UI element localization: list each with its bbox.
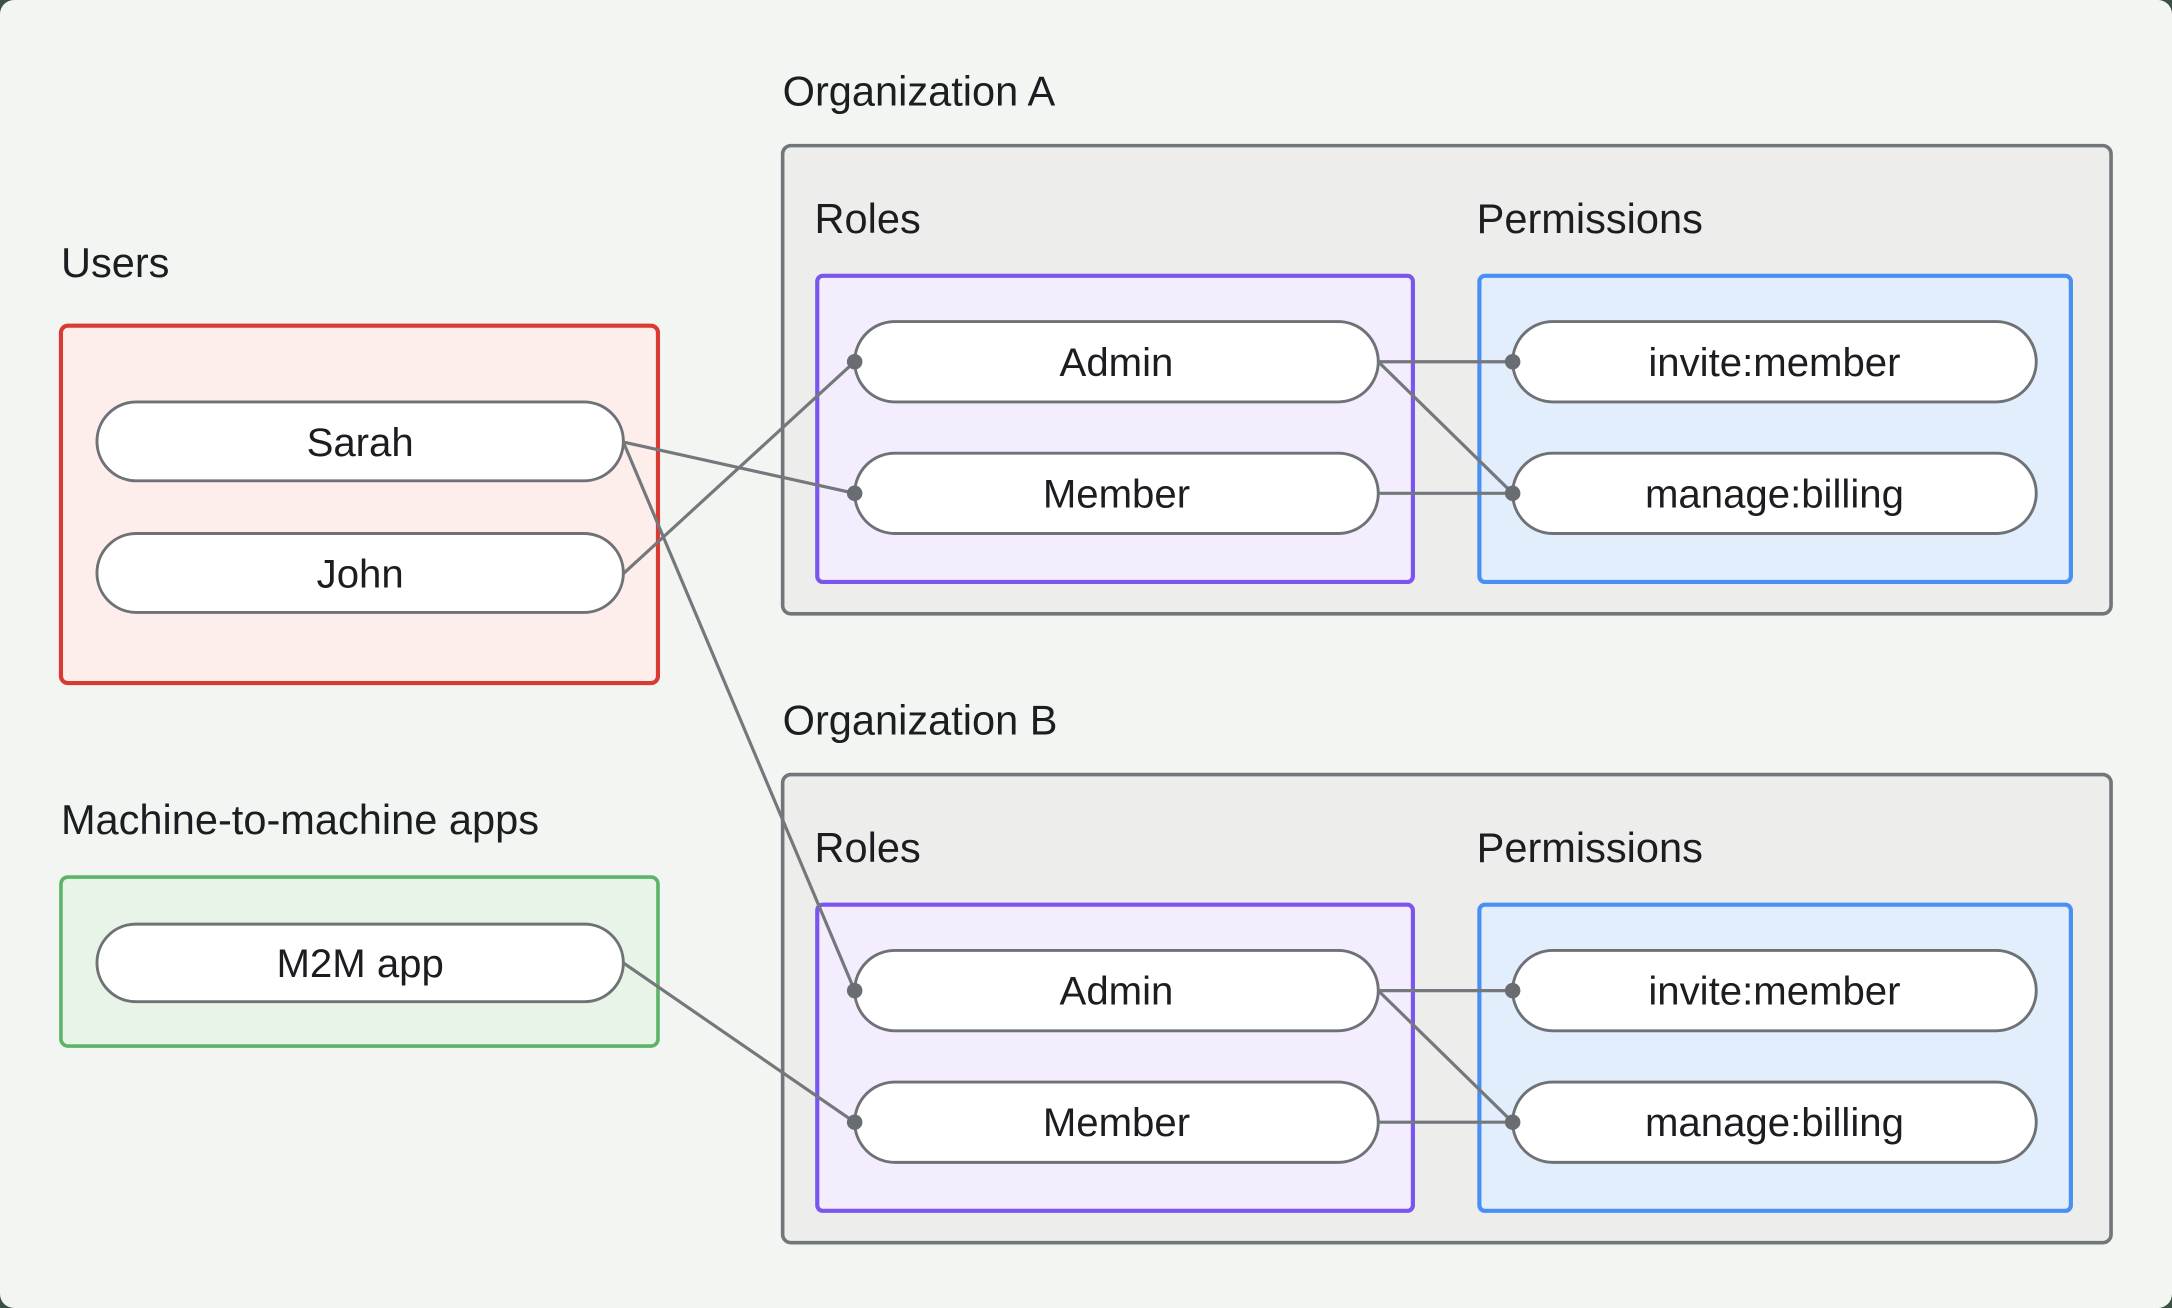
connector-dot-orgB-perm-invite	[1504, 982, 1521, 999]
connector-dot-orgB-role-admin	[846, 982, 863, 999]
user-pill-sarah-label: Sarah	[307, 420, 414, 465]
m2m-label: Machine-to-machine apps	[61, 796, 539, 843]
organization-a-permission-manage-billing: manage:billing	[1511, 451, 2038, 535]
organization-b-permission-manage-billing: manage:billing	[1511, 1080, 2038, 1164]
organization-b-role-admin-label: Admin	[1060, 969, 1174, 1014]
organization-b-permission-invite-member: invite:member	[1511, 948, 2038, 1033]
connector-dot-orgB-role-member	[846, 1114, 863, 1130]
connector-line-m2m-app--orgB-role-member	[622, 961, 856, 1124]
m2m-pill: M2M app	[95, 922, 625, 1004]
connector-line-orgB-role-admin--orgB-perm-billing	[1377, 989, 1514, 1124]
organization-a-permissions-label: Permissions	[1477, 195, 1703, 242]
users-group: Users Sarah John	[58, 239, 661, 686]
connector-dot-orgA-perm-invite	[1504, 353, 1521, 370]
organization-b-permission-manage-billing-label: manage:billing	[1645, 1100, 1904, 1145]
organization-b-roles-label: Roles	[815, 824, 921, 871]
user-pill-john: John	[95, 532, 625, 614]
organization-b-role-member-label: Member	[1043, 1100, 1190, 1145]
connector-dot-orgA-role-admin	[846, 353, 863, 370]
connector-dot-orgA-role-member	[846, 485, 863, 502]
organization-a: Organization A Roles Admin Member Permis…	[780, 67, 2113, 616]
organization-a-role-member-label: Member	[1043, 471, 1190, 516]
organization-a-roles-label: Roles	[815, 195, 921, 242]
organization-a-permission-invite-member-label: invite:member	[1648, 340, 1900, 385]
user-pill-john-label: John	[317, 552, 404, 597]
organization-a-role-admin: Admin	[853, 320, 1380, 404]
organization-b-role-member: Member	[853, 1080, 1380, 1164]
connector-line-orgA-role-admin--orgA-perm-billing	[1377, 360, 1514, 495]
organization-b-permission-invite-member-label: invite:member	[1648, 969, 1900, 1014]
user-pill-sarah-shape	[95, 400, 625, 483]
organization-a-permission-invite-member: invite:member	[1511, 320, 2038, 404]
connector-line-user-john--orgA-role-admin	[622, 360, 856, 575]
m2m-pill-label: M2M app	[276, 941, 443, 986]
organization-b-title: Organization B	[783, 696, 1058, 743]
connector-line-user-sarah--orgB-role-admin	[621, 441, 857, 992]
organization-a-title: Organization A	[783, 67, 1056, 114]
organization-b: Organization B Roles Admin Member Permis…	[780, 696, 2113, 1245]
user-pill-sarah: Sarah	[95, 400, 625, 483]
connector-dot-orgA-perm-billing	[1504, 485, 1521, 502]
users-label: Users	[61, 239, 170, 286]
m2m-group: Machine-to-machine apps M2M app	[59, 796, 660, 1048]
organization-a-role-admin-label: Admin	[1060, 340, 1174, 385]
connection-lines	[621, 353, 1521, 1130]
organization-b-role-admin: Admin	[853, 948, 1380, 1033]
connector-dot-orgB-perm-billing	[1504, 1114, 1521, 1130]
organization-a-permission-manage-billing-label: manage:billing	[1645, 471, 1904, 516]
organization-b-permissions-label: Permissions	[1477, 824, 1703, 871]
organization-a-role-member: Member	[853, 451, 1380, 535]
users-box	[58, 323, 661, 686]
